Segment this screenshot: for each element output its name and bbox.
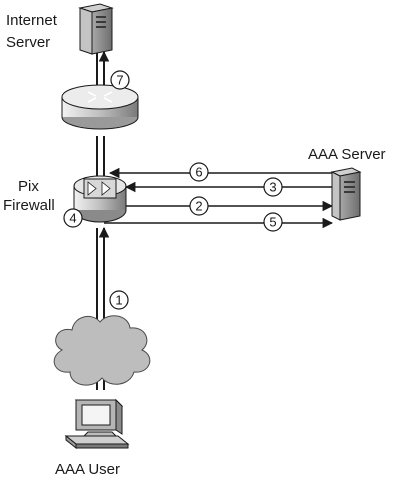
step-marker-4: 4 [63, 208, 83, 228]
aaa-server-label: AAA Server [308, 146, 386, 163]
step-marker-7: 7 [110, 70, 130, 90]
aaa-user-label: AAA User [55, 461, 120, 478]
internet-server-label-line1: Internet [6, 12, 58, 29]
pix-firewall-label-line1: Pix [18, 178, 39, 195]
step-6-label: 6 [195, 165, 202, 180]
step-4-label: 4 [69, 211, 76, 226]
flow-arrows [98, 50, 334, 336]
aaa-user-pc-icon [64, 398, 130, 450]
step-2-label: 2 [195, 199, 202, 214]
step-1-label: 1 [115, 293, 122, 308]
router-icon [61, 84, 139, 130]
step-marker-2: 2 [189, 196, 209, 216]
pix-firewall-label-line2: Firewall [3, 197, 55, 214]
step-7-label: 7 [116, 73, 123, 88]
cloud-icon [53, 315, 151, 386]
step-marker-6: 6 [189, 162, 209, 182]
device-labels: Internet Server AAA Server Pix Firewall … [3, 12, 386, 478]
step-5-label: 5 [269, 215, 276, 230]
step-marker-5: 5 [263, 212, 283, 232]
internet-server-icon [78, 3, 114, 55]
aaa-server-icon [330, 167, 362, 221]
step-markers: 1 2 3 4 5 6 7 [63, 70, 283, 310]
internet-server-label-line2: Server [6, 34, 50, 51]
step-marker-3: 3 [263, 177, 283, 197]
step-3-label: 3 [269, 180, 276, 195]
pix-firewall-icon [73, 175, 127, 223]
step-marker-1: 1 [109, 290, 129, 310]
